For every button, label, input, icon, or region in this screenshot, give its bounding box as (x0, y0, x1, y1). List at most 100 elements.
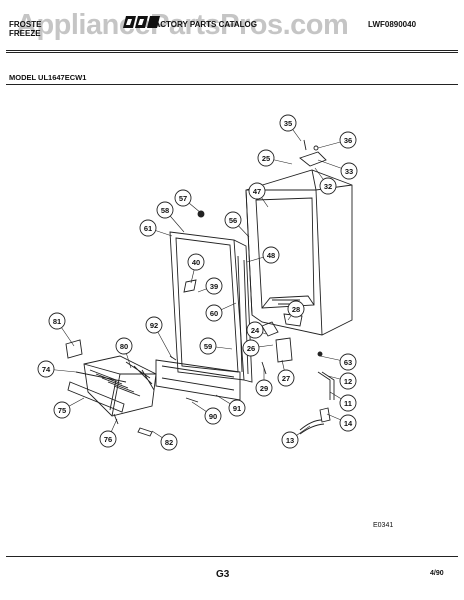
callout-circle (156, 201, 174, 219)
callout-61: 61 (139, 219, 157, 237)
leader-lines (45, 122, 350, 443)
callout-60: 60 (205, 304, 223, 322)
small-parts (65, 339, 153, 437)
callout-number: 81 (53, 317, 61, 326)
callout-circle (187, 253, 205, 271)
header-divider-2 (6, 52, 458, 53)
callout-number: 76 (104, 435, 112, 444)
callout-number: 32 (324, 182, 332, 191)
callout-12: 12 (339, 372, 357, 390)
header-brand: FROSTE FREEZE (9, 20, 41, 38)
callout-number: 90 (209, 412, 217, 421)
callout-90: 90 (204, 407, 222, 425)
callout-92: 92 (145, 316, 163, 334)
callout-80: 80 (115, 337, 133, 355)
callout-circle (99, 430, 117, 448)
callout-59: 59 (199, 337, 217, 355)
callout-58: 58 (156, 201, 174, 219)
callout-number: 27 (282, 374, 290, 383)
callout-circle (339, 131, 357, 149)
callout-circle (37, 360, 55, 378)
callout-circle (204, 407, 222, 425)
callout-circle (115, 337, 133, 355)
catalog-title: FACTORY PARTS CATALOG (150, 20, 257, 29)
callout-circle (242, 339, 260, 357)
callout-number: 80 (120, 342, 128, 351)
callout-number: 63 (344, 358, 352, 367)
callout-circle (255, 379, 273, 397)
header-brand-line2: FREEZE (9, 29, 41, 38)
callout-26: 26 (242, 339, 260, 357)
callout-76: 76 (99, 430, 117, 448)
callout-number: 13 (286, 436, 294, 445)
header-brand-line1: FROSTE (9, 20, 42, 29)
callout-27: 27 (277, 369, 295, 387)
callout-number: 56 (229, 216, 237, 225)
callout-number: 28 (292, 305, 300, 314)
callout-circle (199, 337, 217, 355)
callout-circle (257, 149, 275, 167)
callout-28: 28 (287, 300, 305, 318)
callout-circle (174, 189, 192, 207)
callout-33: 33 (340, 162, 358, 180)
model-divider (6, 84, 458, 85)
callout-circle (48, 312, 66, 330)
callout-56: 56 (224, 211, 242, 229)
top-hinge (299, 139, 327, 167)
callout-11: 11 (339, 394, 357, 412)
callout-number: 35 (284, 119, 292, 128)
callout-number: 39 (210, 282, 218, 291)
callout-number: 59 (204, 342, 212, 351)
callout-40: 40 (187, 253, 205, 271)
callout-circle (53, 401, 71, 419)
diagram-code: E0341 (373, 522, 394, 529)
callout-circle (339, 394, 357, 412)
callout-39: 39 (205, 277, 223, 295)
callout-number: 29 (260, 384, 268, 393)
basket-rail (67, 381, 125, 413)
callout-circle (224, 211, 242, 229)
callout-number: 24 (251, 326, 260, 335)
callout-number: 74 (42, 365, 51, 374)
callout-number: 48 (267, 251, 275, 260)
brand-logo-icon (123, 16, 160, 28)
callout-circle (279, 114, 297, 132)
callout-82: 82 (160, 433, 178, 451)
callout-number: 82 (165, 438, 173, 447)
model-label: MODEL UL1647ECW1 (9, 73, 87, 82)
callout-number: 58 (161, 206, 169, 215)
callout-24: 24 (246, 321, 264, 339)
door (169, 210, 253, 383)
header-divider (6, 50, 458, 51)
callout-number: 75 (58, 406, 66, 415)
callout-circle (205, 304, 223, 322)
bottom-hinge (261, 313, 323, 375)
callout-number: 47 (253, 187, 261, 196)
callout-13: 13 (281, 431, 299, 449)
basket (75, 355, 157, 417)
callout-75: 75 (53, 401, 71, 419)
footer-divider (6, 556, 458, 557)
drain-tube (299, 371, 335, 435)
callout-circle (248, 182, 266, 200)
callout-74: 74 (37, 360, 55, 378)
catalog-number: LWF0890040 (368, 20, 417, 29)
callout-29: 29 (255, 379, 273, 397)
callout-number: 60 (210, 309, 218, 318)
callout-circle (228, 399, 246, 417)
callout-circle (139, 219, 157, 237)
callout-circle (339, 372, 357, 390)
callout-25: 25 (257, 149, 275, 167)
callout-48: 48 (262, 246, 280, 264)
callout-circle (339, 353, 357, 371)
callout-number: 57 (179, 194, 187, 203)
callout-35: 35 (279, 114, 297, 132)
callout-circle (262, 246, 280, 264)
callout-circle (319, 177, 337, 195)
callout-circle (145, 316, 163, 334)
callout-number: 36 (344, 136, 352, 145)
callout-number: 25 (262, 154, 270, 163)
callout-81: 81 (48, 312, 66, 330)
callout-91: 91 (228, 399, 246, 417)
